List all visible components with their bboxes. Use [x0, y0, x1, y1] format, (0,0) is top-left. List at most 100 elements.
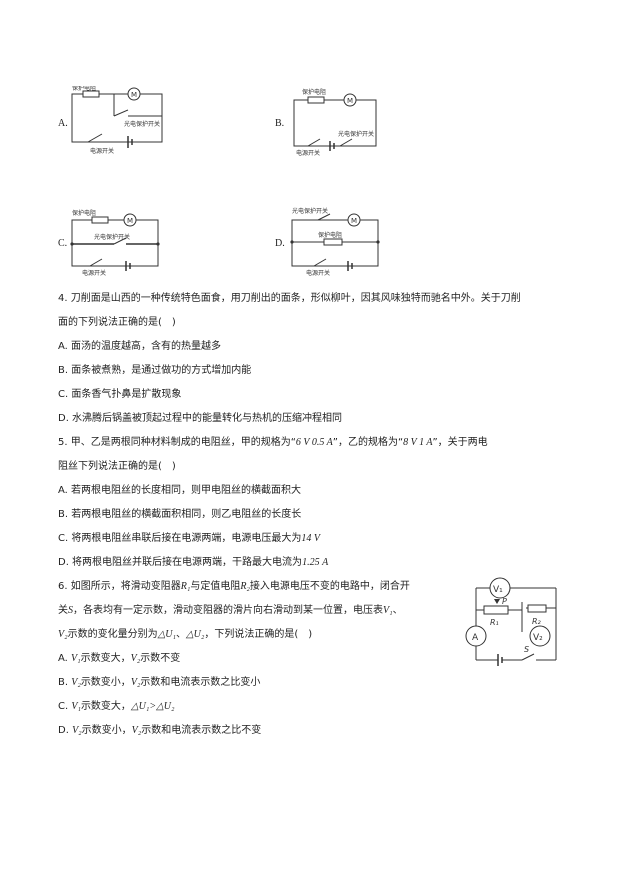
resistor-icon	[307, 96, 325, 104]
label-protect-resistor: 保护电阻	[318, 231, 342, 239]
voltmeter-v1-label: V₁	[493, 585, 503, 595]
voltmeter-v1-icon	[489, 577, 511, 599]
switch-icon	[113, 237, 127, 245]
q5-text: ”，乙的规格为“	[332, 437, 404, 448]
q6-option-a: A. V₁示数变大，V₂示数不变	[58, 652, 180, 666]
circuit-diagram-a: 保护电阻 M 光电保护开关 电源开关	[71, 86, 163, 155]
q6-option-c: C. V₁示数变大，△U₁>△U₂	[58, 700, 174, 714]
switch-icon	[521, 653, 535, 661]
q6-symbol-gt: △U₁>△U₂	[130, 701, 175, 712]
slider-arrow-icon	[494, 599, 500, 604]
motor-label: M	[131, 91, 137, 99]
voltmeter-v2-label: V₂	[533, 633, 543, 643]
q6-text: A.	[58, 653, 72, 664]
q6-symbol-s: S	[68, 605, 73, 616]
q6-text: 示数变大，	[80, 701, 131, 712]
q5-option-c: C. 将两根电阻丝串联后接在电源两端，电源电压最大为14 V	[58, 532, 320, 546]
motor-icon	[127, 87, 141, 101]
circuit-diagram-d: 光电保护开关 M 保护电阻 电源开关	[290, 207, 380, 276]
q6-text: 接入电源电压不变的电路中，闭合开	[249, 581, 410, 592]
q6-symbol-r2: R₂	[240, 581, 250, 592]
junction-dot	[290, 240, 294, 244]
r1-label: R₁	[490, 618, 499, 627]
circuit-diagram-b: 保护电阻 M 光电保护开关 电源开关	[293, 88, 377, 156]
motor-icon	[123, 213, 137, 227]
label-power-switch: 电源开关	[82, 269, 106, 276]
q6-symbol-r1: R₁	[180, 581, 191, 592]
slider-label: P	[502, 597, 507, 606]
q4-option-b: B. 面条被煮熟，是通过做功的方式增加内能	[58, 365, 252, 376]
r2-label: R₂	[532, 617, 542, 626]
q6-text: C.	[58, 701, 72, 712]
switch-icon	[89, 258, 103, 267]
q5-stem-line1: 5. 甲、乙是两根同种材料制成的电阻丝，甲的规格为“6 V 0.5 A”，乙的规…	[58, 436, 488, 450]
q4-option-a: A. 面汤的温度越高，含有的热量越多	[58, 341, 222, 352]
circuit-diagram-c: 保护电阻 M 光电保护开关 电源开关	[70, 209, 160, 276]
switch-label: S	[524, 645, 529, 654]
switch-icon	[113, 109, 129, 117]
q5-text: ”，关于两电	[432, 437, 488, 448]
q5-spec-jia: 6 V 0.5 A	[295, 437, 333, 448]
junction-dot	[156, 242, 160, 246]
label-photo-switch: 光电保护开关	[292, 207, 328, 215]
option-letter-d: D.	[275, 238, 285, 249]
label-power-switch: 电源开关	[90, 147, 114, 155]
q5-text: D. 将两根电阻丝并联后接在电源两端，干路最大电流为	[58, 557, 303, 568]
option-letter-c: C.	[58, 238, 68, 249]
switch-icon	[313, 258, 327, 267]
q6-text: 示数不变	[140, 653, 181, 664]
resistor-icon	[91, 216, 109, 224]
switch-icon	[87, 133, 103, 143]
q6-symbol-v2: V₂	[130, 677, 141, 688]
label-protect-resistor: 保护电阻	[72, 86, 96, 92]
label-photo-switch: 光电保护开关	[338, 130, 374, 138]
motor-label: M	[347, 97, 353, 105]
switch-icon	[307, 138, 321, 147]
q6-symbol-du1: △U₁	[157, 629, 176, 640]
q6-text: 示数变小，	[81, 725, 132, 736]
q6-option-d: D. V₂示数变小，V₂示数和电流表示数之比不变	[58, 724, 261, 738]
option-letter-b: B.	[275, 118, 285, 129]
q6-stem-line2: 关S，各表均有一定示数，滑动变阻器的滑片向右滑动到某一位置，电压表V₁、	[58, 604, 403, 618]
q6-text: 关	[58, 605, 68, 616]
label-protect-resistor: 保护电阻	[302, 88, 326, 96]
q6-stem-line1: 6. 如图所示，将滑动变阻器R₁与定值电阻R₂接入电源电压不变的电路中，闭合开	[58, 580, 410, 594]
option-letter-a: A.	[58, 118, 68, 129]
q4-stem-line1: 4. 刀削面是山西的一种传统特色面食，用刀削出的面条，形似柳叶，因其风味独特而驰…	[58, 293, 521, 304]
q5-stem-line2: 阻丝下列说法正确的是( )	[58, 461, 176, 472]
q6-symbol-v2: V₂	[130, 653, 141, 664]
circuit-outline	[293, 99, 377, 147]
q6-text: 、	[392, 605, 403, 616]
voltmeter-v2-icon	[529, 625, 551, 647]
motor-label: M	[351, 217, 357, 225]
q5-value: 1.25 A	[302, 557, 329, 568]
q6-symbol-v2: V₂	[131, 725, 142, 736]
motor-icon	[347, 213, 361, 227]
q6-text: 、	[175, 629, 186, 640]
q4-option-d: D. 水沸腾后锅盖被顶起过程中的能量转化与热机的压缩冲程相同	[58, 413, 343, 424]
q6-text: ，下列说法正确的是( )	[204, 629, 313, 640]
q5-text: 5. 甲、乙是两根同种材料制成的电阻丝，甲的规格为“	[58, 437, 296, 448]
q6-symbol-v2: V₂	[71, 677, 81, 688]
q5-text: C. 将两根电阻丝串联后接在电源两端，电源电压最大为	[58, 533, 302, 544]
q6-symbol-v1: V₁	[71, 701, 81, 712]
motor-label: M	[127, 217, 133, 225]
q4-option-c: C. 面条香气扑鼻是扩散现象	[58, 389, 182, 400]
switch-icon	[339, 138, 353, 147]
q6-stem-line3: V₂示数的变化量分别为△U₁、△U₂，下列说法正确的是( )	[58, 628, 312, 642]
q5-option-a: A. 若两根电阻丝的长度相同，则甲电阻丝的横截面积大	[58, 485, 302, 496]
q6-text: 示数的变化量分别为	[67, 629, 158, 640]
resistor-icon	[82, 90, 100, 98]
circuit-outline	[71, 93, 163, 143]
label-photo-switch: 光电保护开关	[124, 120, 160, 128]
q6-text: 示数变大，	[80, 653, 131, 664]
q6-symbol-v1: V₁	[383, 605, 393, 616]
q6-circuit-diagram: V₁ A P R₁ R₂ V₂ S	[465, 577, 557, 666]
q6-text: 6. 如图所示，将滑动变阻器	[58, 581, 181, 592]
label-photo-switch: 光电保护开关	[94, 233, 130, 241]
switch-icon	[317, 213, 331, 221]
q6-text: 示数和电流表示数之比变小	[140, 677, 261, 688]
motor-icon	[343, 93, 357, 107]
q6-text: B.	[58, 677, 72, 688]
